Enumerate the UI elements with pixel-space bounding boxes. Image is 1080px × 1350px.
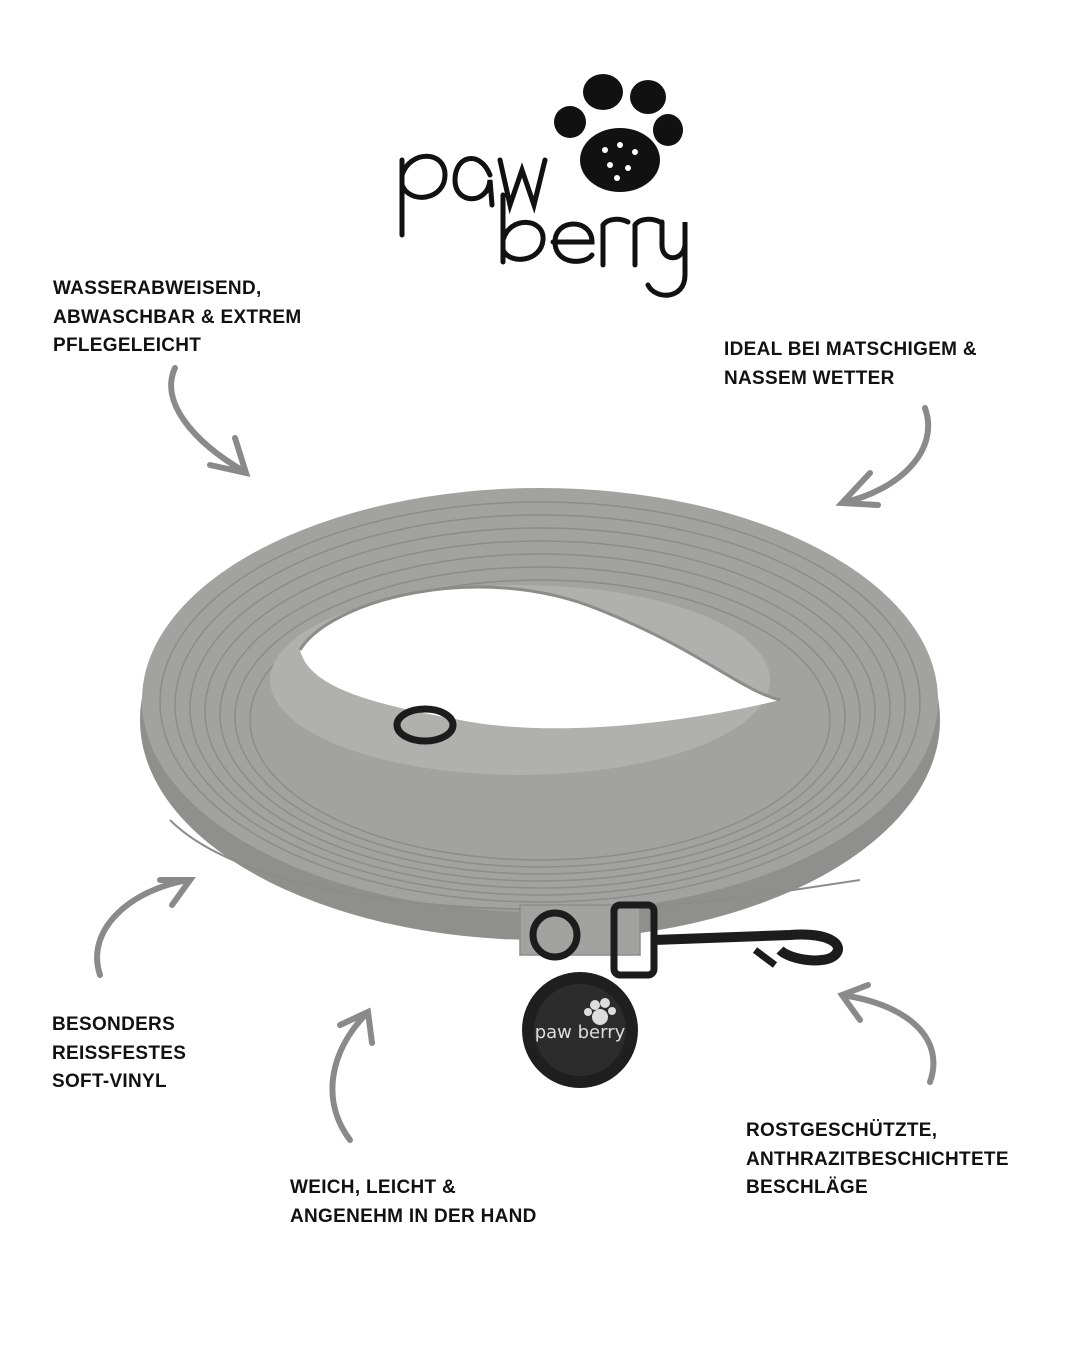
arrow-icon: [168, 365, 251, 478]
feature-line: IDEAL BEI MATSCHIGEM &: [724, 339, 977, 360]
leash-coil: [140, 488, 940, 956]
feature-waterproof: WASSERABWEISEND, ABWASCHBAR & EXTREM PFL…: [53, 275, 301, 361]
feature-line: WEICH, LEICHT &: [290, 1177, 456, 1198]
arrow-icon: [94, 877, 196, 978]
tag-text: paw berry: [535, 1022, 626, 1043]
feature-wet-weather: IDEAL BEI MATSCHIGEM & NASSEM WETTER: [724, 336, 977, 393]
arrows: [94, 365, 937, 1143]
feature-line: BESCHLÄGE: [746, 1177, 868, 1198]
leash-hardware: [393, 705, 843, 979]
feature-line: ABWASCHBAR & EXTREM: [53, 306, 302, 328]
feature-line: ANTHRAZITBESCHICHTETE: [746, 1148, 1009, 1170]
feature-line: NASSEM WETTER: [724, 367, 895, 389]
arrow-icon: [835, 405, 932, 508]
arrow-icon: [837, 982, 937, 1085]
arrow-icon: [329, 1007, 375, 1143]
feature-tear-resistant: BESONDERS REISSFESTES SOFT-VINYL: [52, 1011, 186, 1097]
feature-line: REISSFESTES: [52, 1042, 187, 1064]
feature-line: ROSTGESCHÜTZTE,: [746, 1120, 938, 1141]
feature-line: ANGENEHM IN DER HAND: [290, 1205, 537, 1227]
feature-line: WASSERABWEISEND,: [53, 278, 262, 299]
feature-line: SOFT-VINYL: [52, 1071, 167, 1092]
feature-soft-light: WEICH, LEICHT & ANGENEHM IN DER HAND: [290, 1174, 537, 1231]
brand-tag: paw berry: [522, 972, 638, 1088]
paw-icon: [399, 74, 688, 298]
feature-rustproof-hardware: ROSTGESCHÜTZTE, ANTHRAZITBESCHICHTETE BE…: [746, 1117, 1009, 1203]
feature-line: BESONDERS: [52, 1014, 176, 1035]
feature-line: PFLEGELEICHT: [53, 335, 202, 356]
